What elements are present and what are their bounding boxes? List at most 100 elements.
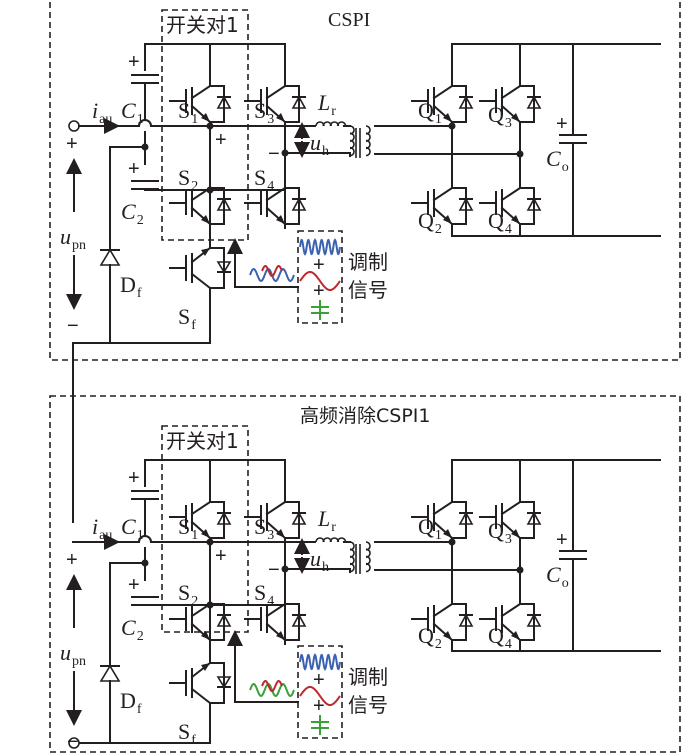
label-iau: iau [92, 514, 112, 543]
label-uh: uh [310, 130, 329, 159]
label-s1: S1 [178, 514, 198, 543]
plus-sign: + [128, 51, 140, 73]
switch-pair-box [161, 425, 249, 633]
switch-sf [169, 239, 231, 297]
label-co: Co [546, 562, 569, 591]
modulation-label: 调制 [348, 665, 388, 689]
minus-sign: − [67, 731, 79, 753]
switch-sf [169, 654, 231, 712]
label-s1: S1 [178, 98, 198, 127]
plus-sign: + [128, 467, 140, 489]
label-c1: C1 [121, 98, 144, 127]
label-lr: Lr [317, 506, 336, 535]
panel-title: CSPI [328, 9, 370, 31]
inter-panel-wire [72, 342, 211, 523]
coil-turn [365, 562, 371, 573]
coil-turn [336, 537, 347, 543]
plus-sign: + [215, 129, 227, 151]
plus-sign: + [313, 280, 325, 302]
plus-sign: + [313, 669, 325, 691]
combined-wave-red [261, 265, 283, 277]
label-q2: Q2 [418, 623, 442, 652]
transformer-primary [349, 541, 355, 573]
plus-sign: + [66, 549, 78, 571]
label-s4: S4 [254, 165, 274, 194]
panel-cspi: CSPI开关对1+C1+C2S1S2S3S4+−iauLruhQ1Q2Q3Q4+… [49, 0, 681, 361]
coil-turn [349, 562, 355, 573]
dc-source-icon [311, 715, 329, 735]
diode-df [99, 248, 121, 266]
sine-wave-icon [299, 686, 341, 706]
label-s3: S3 [254, 98, 274, 127]
wire-crossover [137, 535, 153, 544]
coil-turn [336, 121, 347, 127]
panel-border [49, 395, 681, 753]
modulation-box [297, 230, 343, 324]
panel-border [49, 0, 681, 361]
carrier-wave-icon [299, 238, 341, 256]
label-upn: upn [60, 224, 86, 253]
modulation-label: 信号 [348, 278, 388, 302]
plus-sign: + [128, 574, 140, 596]
combined-signal-icon [249, 680, 295, 698]
label-s2: S2 [178, 165, 198, 194]
label-s3: S3 [254, 514, 274, 543]
input-terminal-n [68, 737, 80, 749]
label-co: Co [546, 146, 569, 175]
label-q4: Q4 [488, 208, 512, 237]
plus-sign: + [128, 158, 140, 180]
combined-wave-red [261, 680, 283, 692]
plus-sign: + [313, 254, 325, 276]
minus-sign: − [268, 559, 280, 581]
capacitor-co [559, 550, 587, 560]
label-sf: Sf [178, 719, 196, 748]
label-c1: C1 [121, 514, 144, 543]
label-s4: S4 [254, 580, 274, 609]
label-q1: Q1 [418, 514, 442, 543]
capacitor-c1 [131, 74, 159, 84]
switch-pair-label: 开关对1 [166, 429, 239, 453]
modulation-box [297, 645, 343, 739]
input-terminal-p [68, 120, 80, 132]
sine-wave-icon [299, 271, 341, 291]
capacitor-c2 [131, 596, 159, 606]
plus-sign: + [215, 545, 227, 567]
transformer-secondary [365, 541, 371, 573]
label-q2: Q2 [418, 208, 442, 237]
minus-sign: − [268, 143, 280, 165]
label-sf: Sf [178, 304, 196, 333]
label-c2: C2 [121, 199, 144, 228]
label-iau: iau [92, 98, 112, 127]
transformer-primary [349, 125, 355, 157]
label-q3: Q3 [488, 518, 512, 547]
inductor-lr [315, 537, 347, 543]
coil-turn [365, 146, 371, 157]
combined-signal-icon [249, 265, 295, 283]
label-q1: Q1 [418, 98, 442, 127]
panel-title: 高频消除CSPI1 [300, 405, 430, 427]
capacitor-c1 [131, 490, 159, 500]
switch-pair-label: 开关对1 [166, 13, 239, 37]
capacitor-co [559, 134, 587, 144]
modulation-label: 调制 [348, 250, 388, 274]
plus-sign: + [66, 133, 78, 155]
plus-sign: + [556, 113, 568, 135]
diode-df [99, 664, 121, 682]
label-s2: S2 [178, 580, 198, 609]
dc-source-icon [311, 300, 329, 320]
label-df: Df [120, 272, 142, 301]
capacitor-c2 [131, 180, 159, 190]
coil-turn [349, 146, 355, 157]
modulation-label: 信号 [348, 693, 388, 717]
label-upn: upn [60, 640, 86, 669]
label-lr: Lr [317, 90, 336, 119]
label-df: Df [120, 688, 142, 717]
transformer-secondary [365, 125, 371, 157]
label-uh: uh [310, 546, 329, 575]
inductor-lr [315, 121, 347, 127]
label-c2: C2 [121, 615, 144, 644]
carrier-wave-icon [299, 653, 341, 671]
plus-sign: + [556, 529, 568, 551]
